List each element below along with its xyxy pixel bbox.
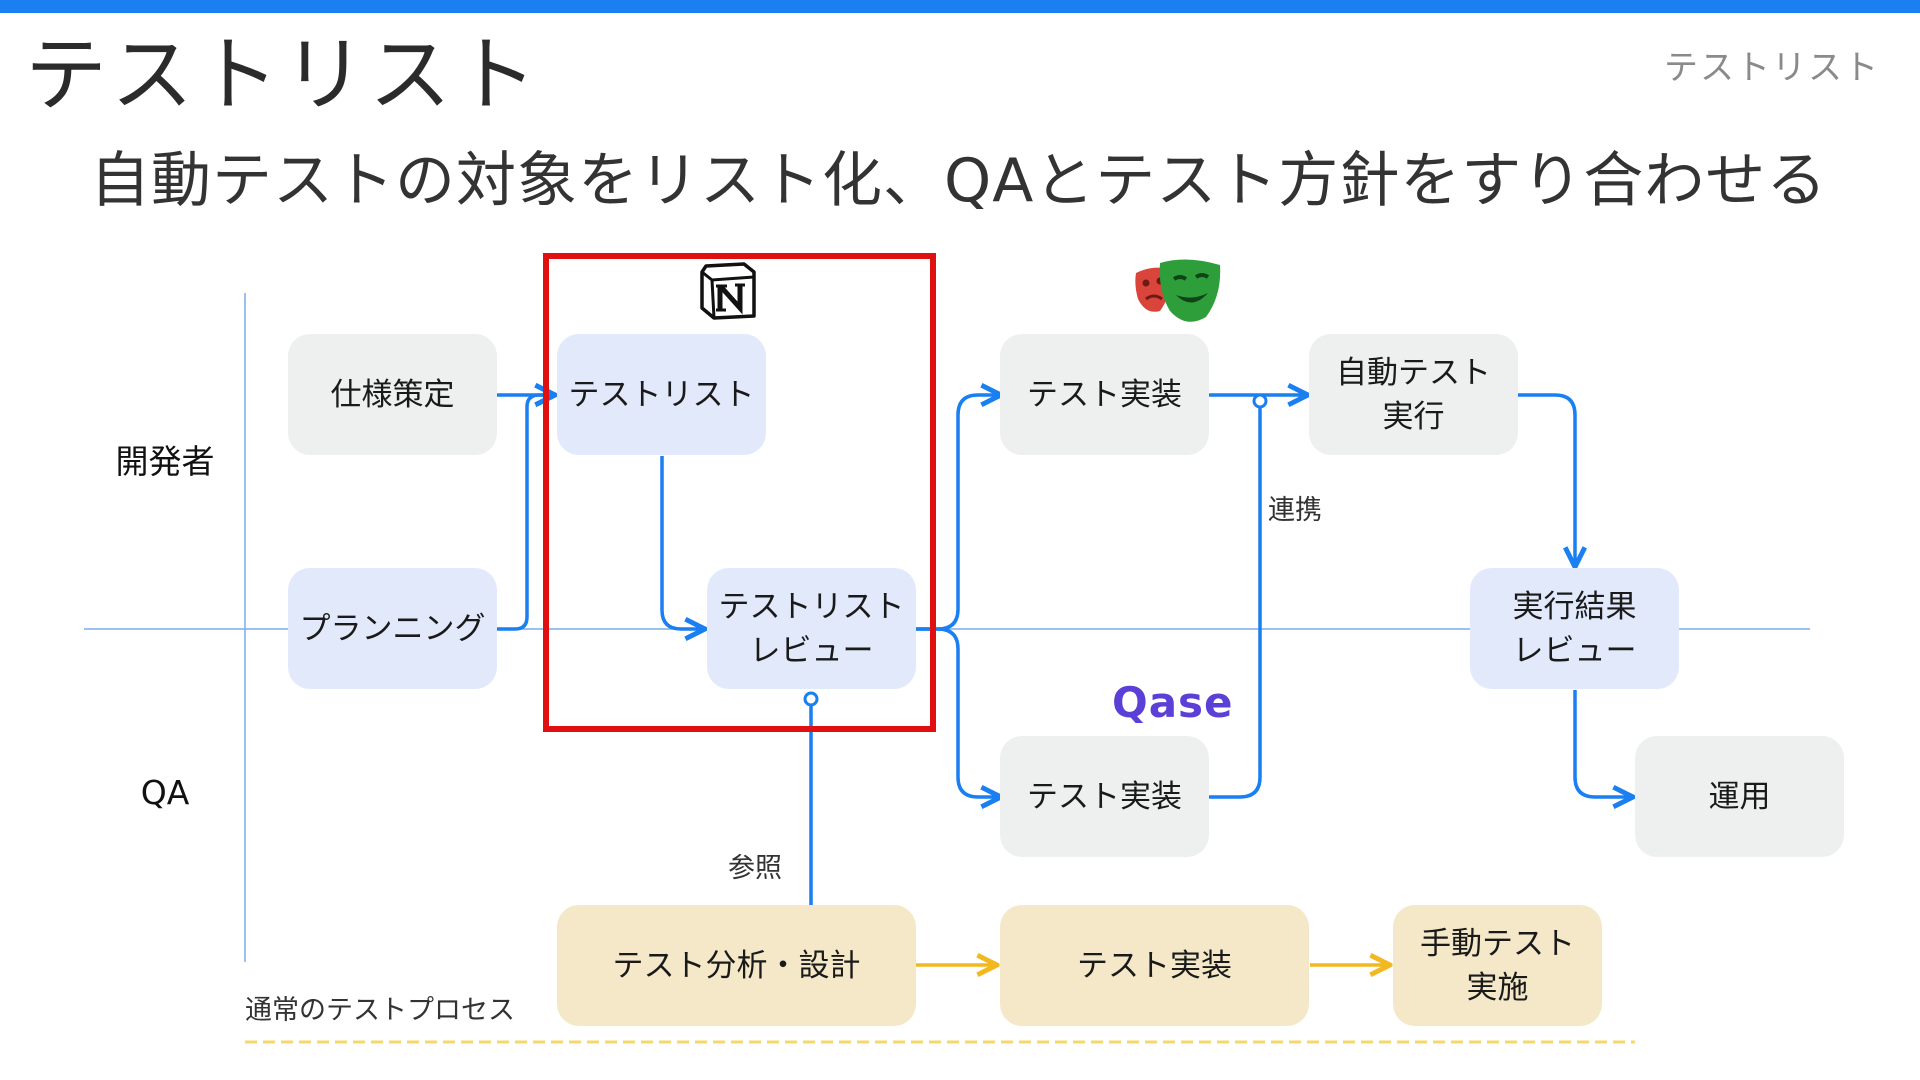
node-testlist: テストリスト: [557, 334, 766, 455]
edge-qa-impl-linkage: [1209, 401, 1262, 799]
node-testlist-review: テストリスト レビュー: [707, 568, 916, 689]
edge-result-review-to-operation: [1573, 690, 1633, 797]
lane-label-dev: 開発者: [115, 442, 215, 481]
node-test-analysis: テスト分析・設計: [557, 905, 916, 1026]
edge-review-to-dev-impl: [916, 395, 1001, 631]
edge-auto-run-to-result-review: [1518, 393, 1575, 567]
edge-label-reference: 参照: [728, 853, 782, 884]
top-accent-bar: [0, 0, 1920, 13]
edge-planning-to-testlist: [497, 395, 555, 631]
edge-testlist-to-review: [660, 456, 705, 629]
node-normal-test-impl: テスト実装: [1000, 905, 1309, 1026]
edge-label-linkage: 連携: [1268, 495, 1322, 526]
normal-process-label: 通常のテストプロセス: [245, 995, 515, 1026]
reference-junction: [803, 691, 819, 707]
node-operation: 運用: [1635, 736, 1844, 857]
node-auto-test-run: 自動テスト 実行: [1309, 334, 1518, 455]
qase-logo: Qase: [1112, 678, 1234, 727]
lane-label-qa: QA: [140, 773, 190, 812]
notion-logo-icon: [700, 262, 756, 320]
node-dev-test-impl: テスト実装: [1000, 334, 1209, 455]
linkage-junction: [1252, 393, 1268, 409]
slide-title: テストリスト: [25, 28, 542, 123]
node-qa-test-impl: テスト実装: [1000, 736, 1209, 857]
slide-subtitle: 自動テストの対象をリスト化、QAとテスト方針をすり合わせる: [90, 146, 1828, 216]
node-manual-test-run: 手動テスト 実施: [1393, 905, 1602, 1026]
node-planning: プランニング: [288, 568, 497, 689]
highlight-frame: [543, 253, 936, 732]
edge-review-to-qa-impl: [916, 627, 1001, 797]
section-label: テストリスト: [1664, 48, 1880, 88]
node-spec: 仕様策定: [288, 334, 497, 455]
playwright-logo-icon: [1135, 259, 1221, 322]
node-result-review: 実行結果 レビュー: [1470, 568, 1679, 689]
